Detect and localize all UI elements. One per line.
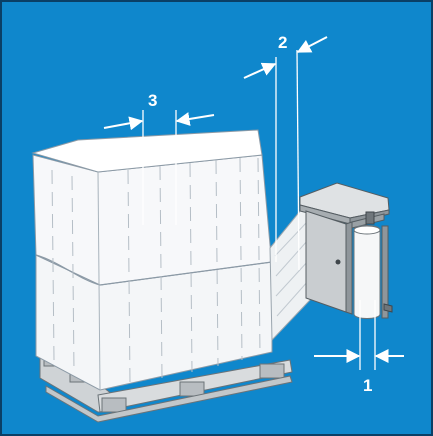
dimension-lines [142, 49, 376, 370]
dimension-arrows [103, 36, 404, 363]
callout-label-1: 1 [363, 376, 372, 395]
wrapped-load [31, 129, 273, 391]
wrapping-machine [299, 182, 393, 319]
callout-label-3: 3 [148, 91, 157, 110]
pallet-base [39, 349, 293, 423]
callout-label-2: 2 [278, 33, 287, 52]
